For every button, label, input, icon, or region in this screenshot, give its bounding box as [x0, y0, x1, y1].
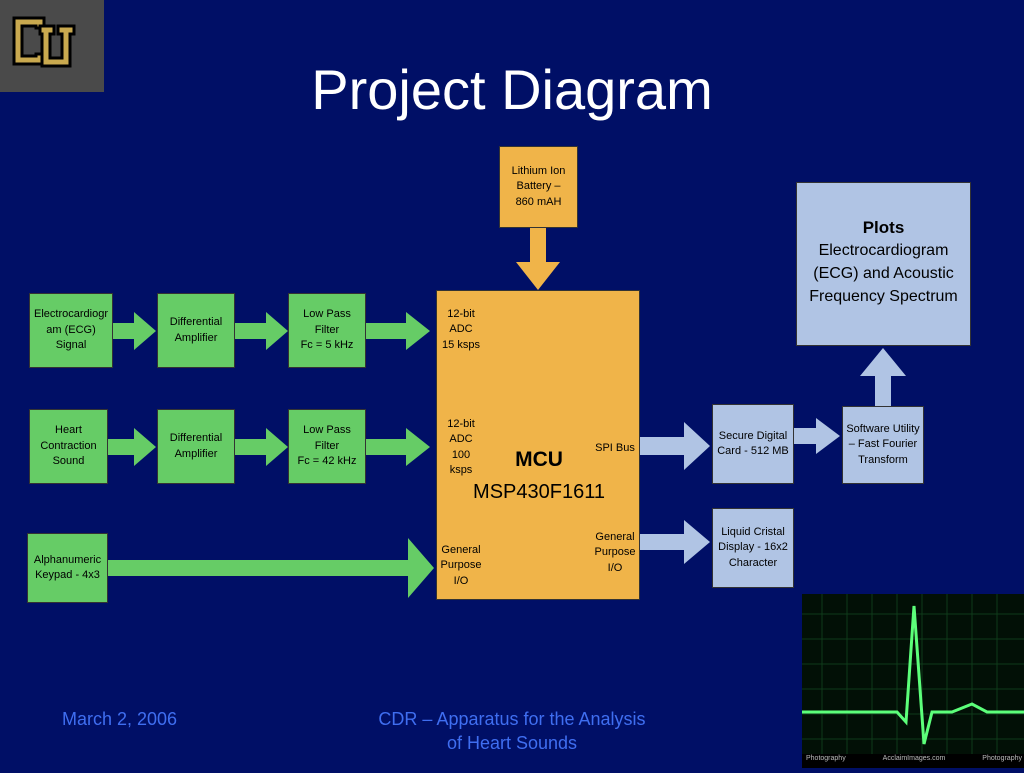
battery-block: Lithium Ion Battery – 860 mAH	[499, 146, 578, 228]
diff-amp-block-1: Differential Amplifier	[157, 293, 235, 368]
ecg-trace-graphic	[802, 594, 1024, 768]
arrow-amp-to-lpf-1	[235, 312, 288, 350]
footer-caption-line-1: CDR – Apparatus for the Analysis	[378, 709, 646, 729]
mcu-gpio-in: General Purpose I/O	[440, 544, 482, 587]
arrow-keypad-to-gpio	[108, 538, 434, 598]
cu-logo	[0, 0, 104, 92]
arrow-amp-to-lpf-2	[235, 428, 288, 466]
heart-sound-block: Heart Contraction Sound	[29, 409, 108, 484]
watermark-2: AcclaimImages.com	[882, 755, 946, 762]
arrow-heart-to-amp	[108, 428, 156, 466]
slide-title: Project Diagram	[311, 58, 713, 121]
mcu-gpio-out: General Purpose I/O	[594, 531, 636, 574]
ecg-trace-image: Photography AcclaimImages.com Photograph…	[802, 594, 1024, 768]
watermark-3: Photography	[982, 755, 1022, 762]
diff-amp-block-2: Differential Amplifier	[157, 409, 235, 484]
sd-card-block: Secure Digital Card - 512 MB	[712, 404, 794, 484]
ecg-signal-block: Electrocardiogr am (ECG) Signal	[29, 293, 113, 368]
footer-caption: CDR – Apparatus for the Analysis of Hear…	[340, 707, 684, 756]
keypad-block: Alphanumeric Keypad - 4x3	[27, 533, 108, 603]
arrow-spi-to-sd	[640, 422, 710, 470]
mcu-name: MCU	[515, 448, 563, 471]
plots-heading: Plots	[862, 218, 905, 237]
mcu-block: 12-bit ADC 15 ksps 12-bit ADC 100 ksps G…	[436, 290, 640, 600]
watermark-1: Photography	[806, 755, 846, 762]
mcu-part-number: MSP430F1611	[473, 481, 605, 503]
cu-logo-icon	[0, 0, 104, 92]
lpf-block-1: Low Pass Filter Fc = 5 kHz	[288, 293, 366, 368]
arrow-fft-to-plots	[860, 348, 906, 406]
mcu-adc-2: 12-bit ADC 100 ksps	[447, 418, 475, 477]
arrow-sd-to-fft	[794, 418, 840, 454]
arrow-battery-to-mcu	[516, 228, 560, 290]
lcd-block: Liquid Cristal Display - 16x2 Character	[712, 508, 794, 588]
plots-block: Plots Electrocardiogram (ECG) and Acoust…	[796, 182, 971, 346]
plots-description: Electrocardiogram (ECG) and Acoustic Fre…	[809, 242, 958, 306]
fft-block: Software Utility – Fast Fourier Transfor…	[842, 406, 924, 484]
arrow-gpio-to-lcd	[640, 520, 710, 564]
arrow-ecg-to-amp	[112, 312, 156, 350]
mcu-adc-1: 12-bit ADC 15 ksps	[442, 308, 480, 351]
arrow-lpf-to-adc-1	[366, 312, 430, 350]
footer-caption-line-2: of Heart Sounds	[446, 733, 578, 754]
mcu-spi-bus: SPI Bus	[595, 442, 635, 454]
lpf-block-2: Low Pass Filter Fc = 42 kHz	[288, 409, 366, 484]
footer-date: March 2, 2006	[62, 709, 178, 729]
arrow-lpf-to-adc-2	[366, 428, 430, 466]
photo-watermarks: Photography AcclaimImages.com Photograph…	[806, 755, 1022, 762]
